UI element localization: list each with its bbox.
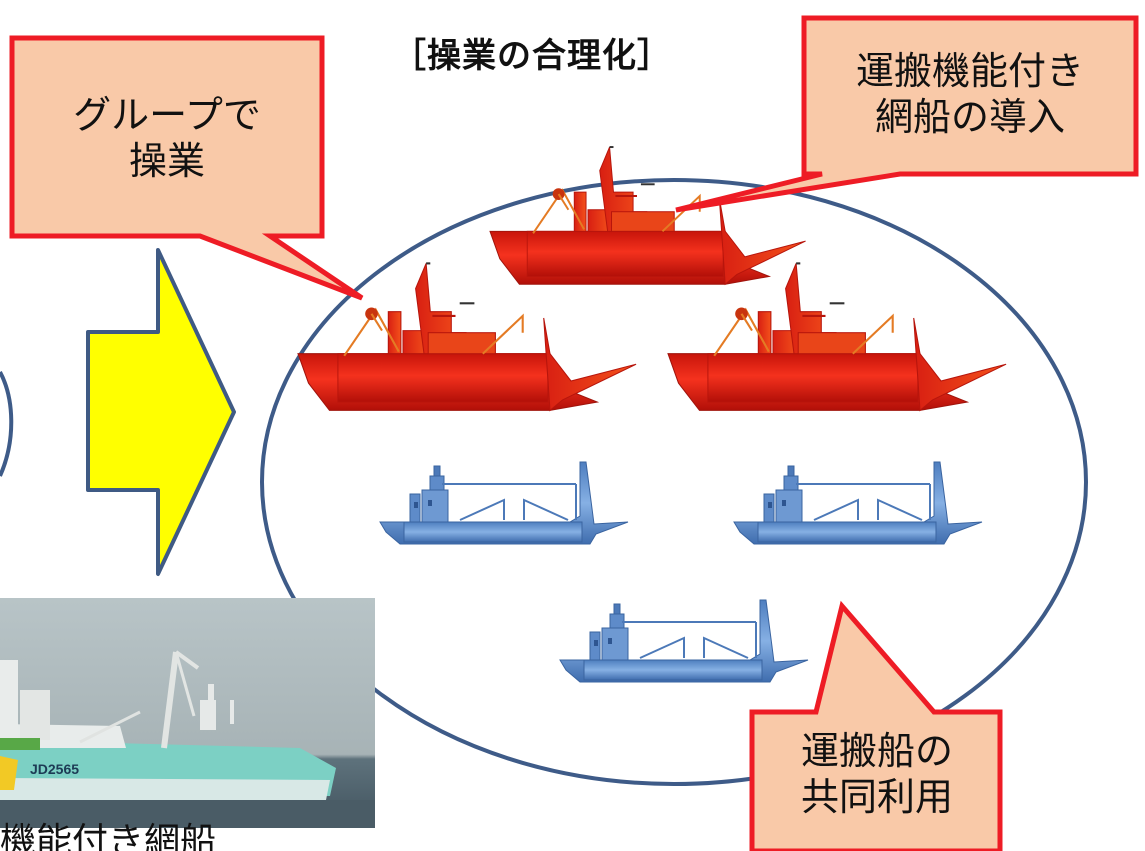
partial-ellipse-edge xyxy=(0,371,14,477)
callout-shared-carrier xyxy=(749,600,1003,851)
callout-line: 網船の導入 xyxy=(874,95,1065,140)
callout-group-operation xyxy=(9,35,364,301)
callout-line: 運搬船の xyxy=(800,729,953,773)
callout-line: 運搬機能付き xyxy=(855,49,1084,93)
callout-line: 共同利用 xyxy=(800,775,953,820)
carrier-ship-bottom xyxy=(559,599,809,683)
callout-line: 操業 xyxy=(128,139,205,184)
net-ship-top xyxy=(489,146,807,286)
carrier-ship-right xyxy=(733,461,983,545)
net-ship-left xyxy=(296,262,638,412)
callout-carrier-net-ship xyxy=(675,15,1139,213)
net-ship-right xyxy=(666,262,1008,412)
photo-caption: 機能付き網船 xyxy=(0,821,217,851)
hull-marking: JD2565 xyxy=(30,761,79,777)
transition-arrow xyxy=(86,248,236,576)
callout-shared-carrier-text: 運搬船の 共同利用 xyxy=(756,728,998,821)
callout-line: グループで xyxy=(73,93,261,137)
callout-carrier-net-ship-text: 運搬機能付き 網船の導入 xyxy=(806,48,1134,141)
group-ellipse xyxy=(260,178,1088,786)
diagram-title: ［操業の合理化］ xyxy=(392,36,672,76)
callout-group-operation-text: グループで 操業 xyxy=(14,92,320,185)
carrier-ship-left xyxy=(379,461,629,545)
ship-photo: JD2565 xyxy=(0,598,375,828)
